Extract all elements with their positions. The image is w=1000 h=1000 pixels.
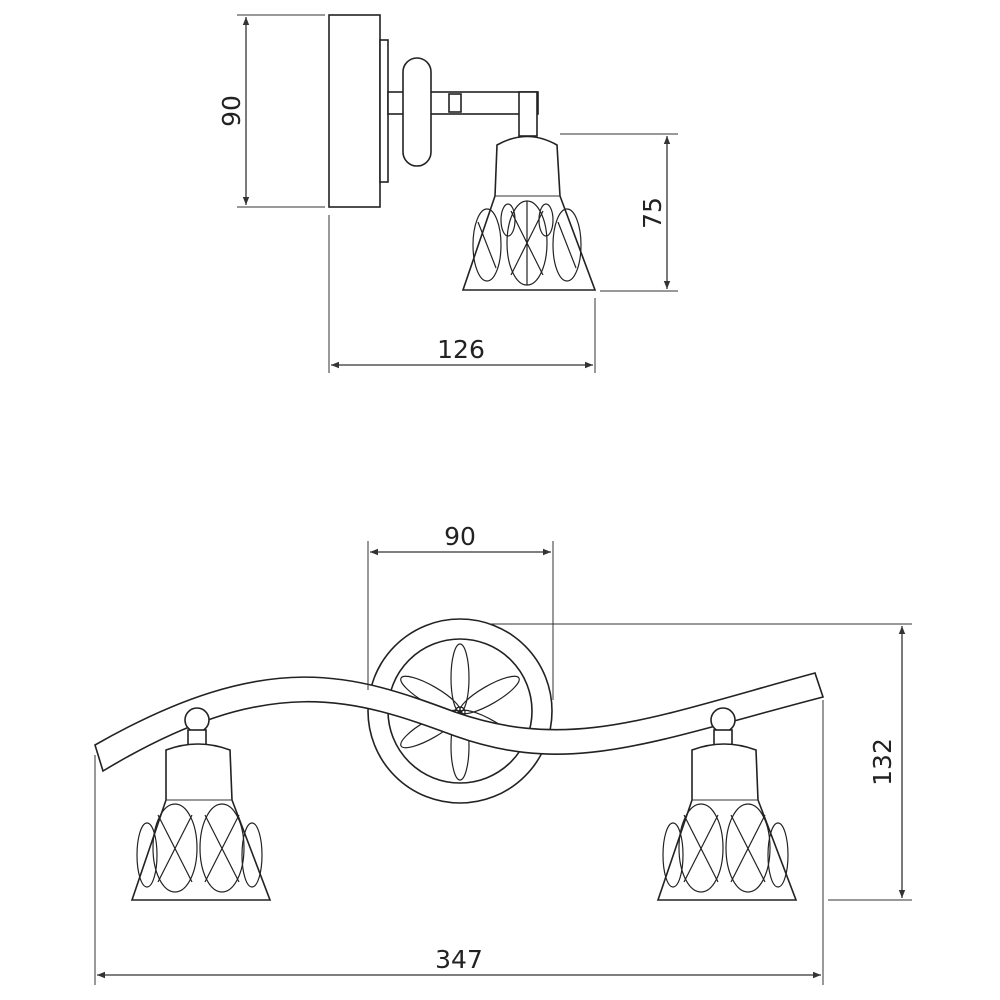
side-shade (461, 135, 597, 291)
front-view: 90 132 347 (94, 522, 912, 985)
side-view: 90 75 126 (217, 14, 678, 373)
right-spotlight (656, 707, 798, 901)
dim-side-depth: 126 (437, 335, 485, 364)
arm-vertical (518, 91, 538, 137)
wall-plate (328, 14, 381, 208)
dim-side-height: 90 (217, 95, 246, 127)
arm-joint (448, 93, 462, 113)
dim-base-width: 90 (444, 522, 476, 551)
dim-total-width: 347 (435, 945, 483, 974)
wavy-bar (94, 672, 825, 773)
swivel-knuckle (402, 57, 432, 167)
dim-front-height: 132 (868, 738, 897, 786)
dim-shade-height: 75 (638, 197, 667, 229)
plate-collar (379, 39, 389, 183)
left-spotlight (130, 707, 272, 901)
